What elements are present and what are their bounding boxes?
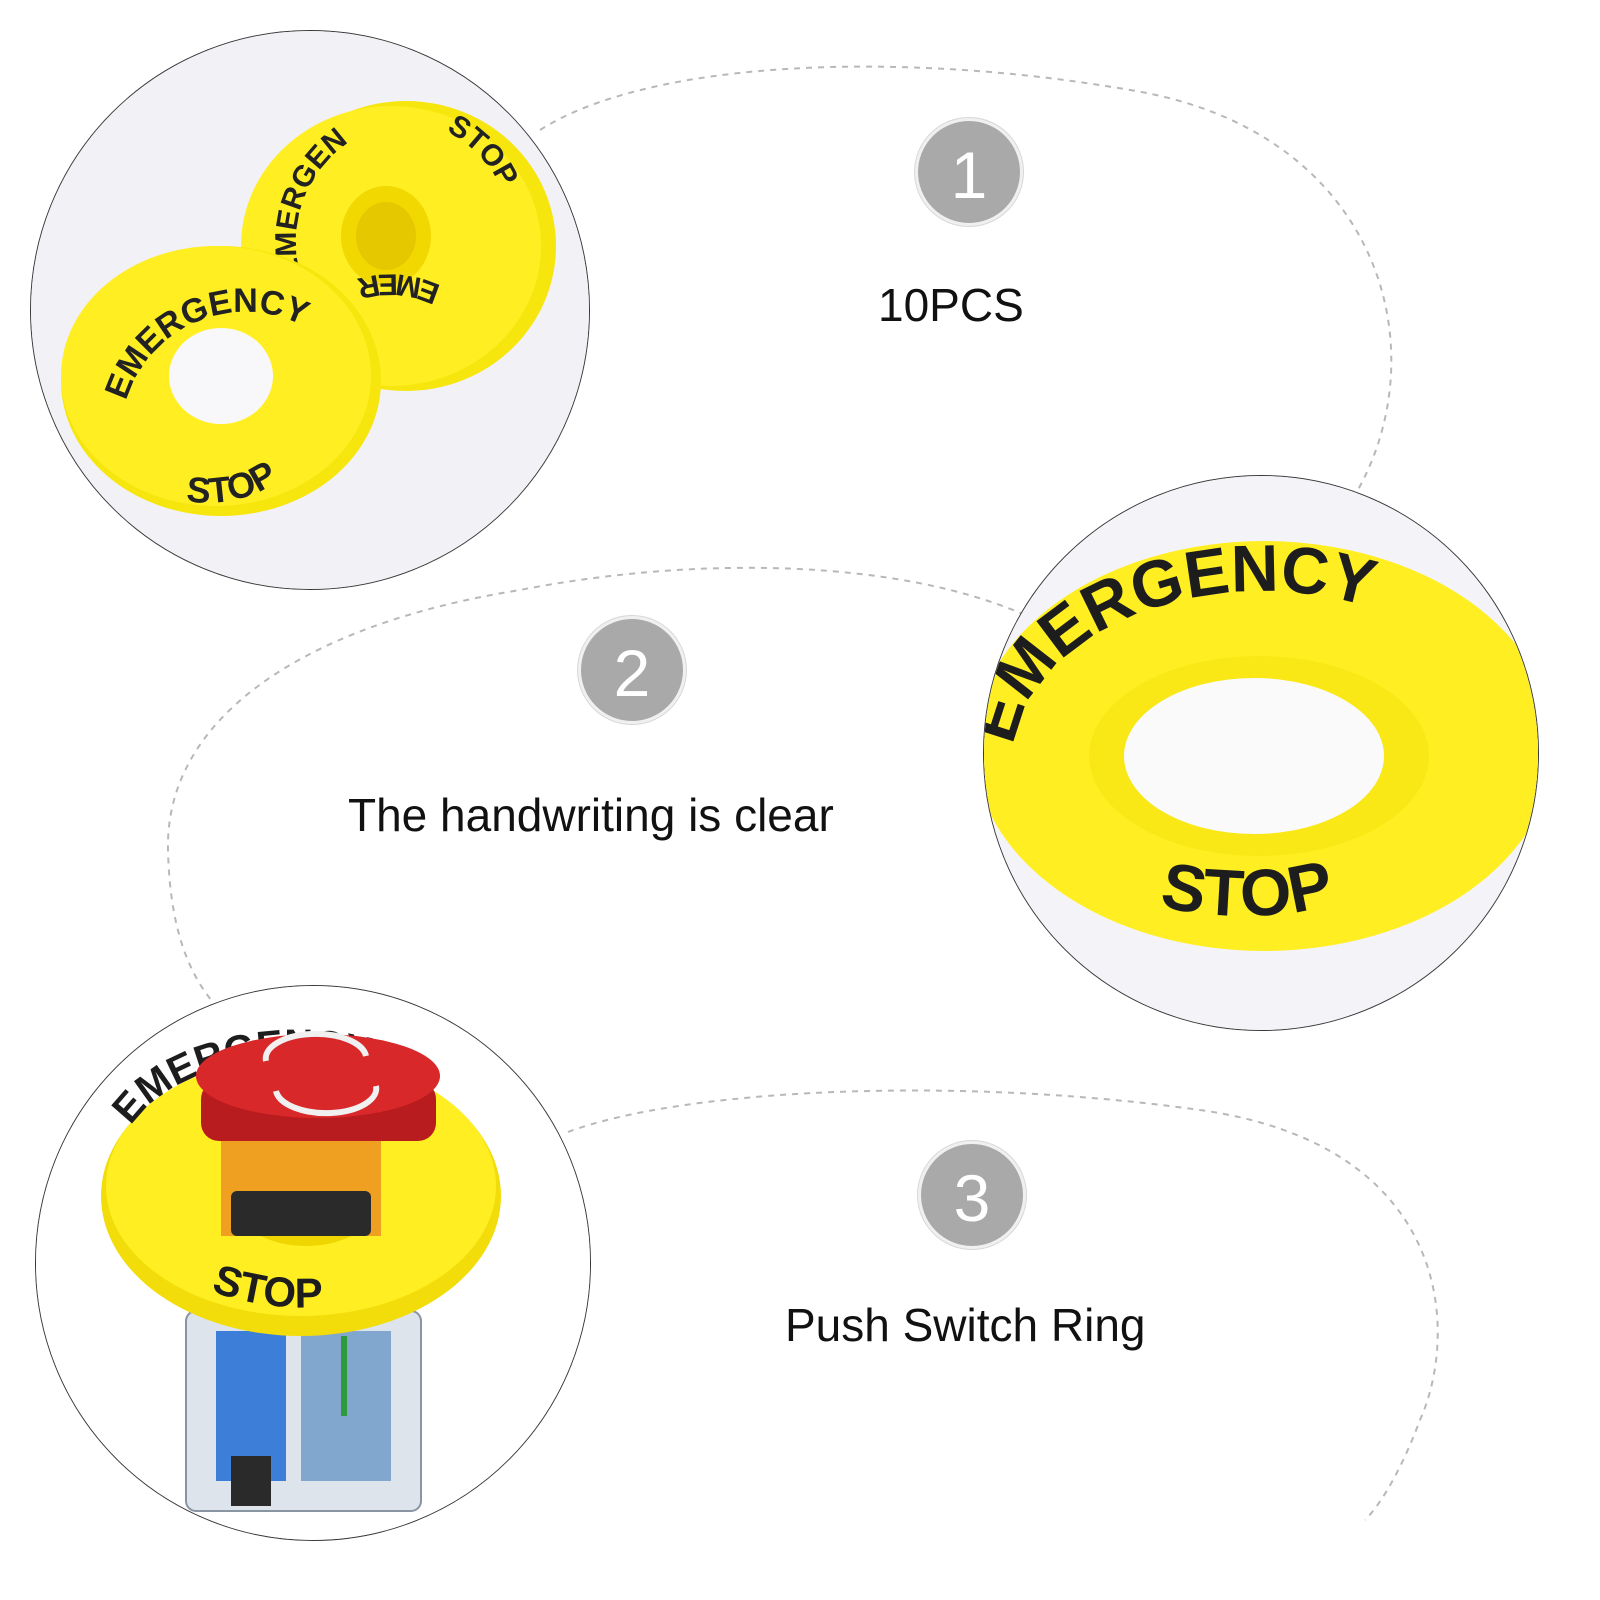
photo-ring-on-button: EMERGENCY STOP (35, 985, 591, 1541)
caption-handwriting: The handwriting is clear (348, 789, 834, 841)
svg-text:STOP: STOP (1156, 846, 1338, 931)
caption-quantity: 10PCS (878, 279, 1024, 331)
step-badge-2: 2 (578, 616, 686, 724)
caption-product-name: Push Switch Ring (785, 1299, 1146, 1351)
photo-two-rings: EMERGENCY STOP EMERGENCY EMERGENCY STOP (30, 30, 590, 590)
photo-ring-closeup: EMERGENCY STOP (983, 475, 1539, 1031)
step-badge-1: 1 (915, 118, 1023, 226)
step-badge-3: 3 (918, 1141, 1026, 1249)
